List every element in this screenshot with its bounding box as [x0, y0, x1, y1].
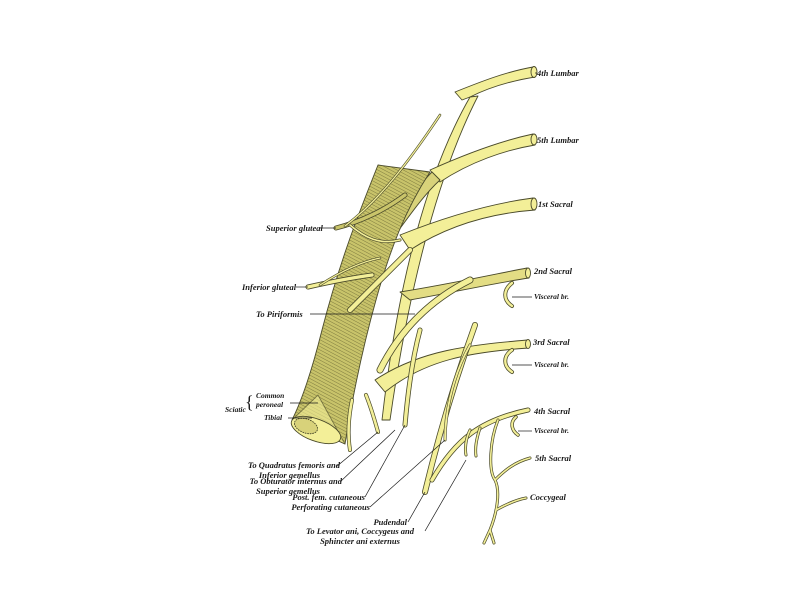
- label-perforating-cutaneous: Perforating cutaneous: [291, 502, 370, 512]
- label-visceral-branch-s4: Visceral br.: [534, 426, 570, 435]
- label-coccygeal: Coccygeal: [530, 492, 566, 502]
- label-tibial: Tibial: [264, 413, 283, 422]
- label-4th-lumbar: 4th Lumbar: [537, 68, 579, 78]
- label-5th-lumbar: 5th Lumbar: [537, 135, 579, 145]
- label-visceral-branch-s2: Visceral br.: [534, 292, 570, 301]
- root-5th-sacral: [483, 419, 531, 544]
- label-to-piriformis: To Piriformis: [256, 309, 303, 319]
- label-3rd-sacral: 3rd Sacral: [533, 337, 570, 347]
- label-visceral-branch-s3: Visceral br.: [534, 360, 570, 369]
- sciatic-brace: {: [245, 392, 254, 412]
- label-pudendal: Pudendal: [373, 517, 407, 527]
- label-inferior-gluteal: Inferior gluteal: [242, 282, 297, 292]
- label-2nd-sacral: 2nd Sacral: [534, 266, 573, 276]
- label-1st-sacral: 1st Sacral: [538, 199, 573, 209]
- label-5th-sacral: 5th Sacral: [535, 453, 572, 463]
- label-post-fem-cutaneous: Post. fem. cutaneous: [292, 492, 365, 502]
- root-4th-lumbar: [454, 66, 536, 101]
- label-superior-gluteal: Superior gluteal: [266, 223, 323, 233]
- label-4th-sacral: 4th Sacral: [534, 406, 571, 416]
- label-sciatic: Sciatic: [225, 405, 246, 414]
